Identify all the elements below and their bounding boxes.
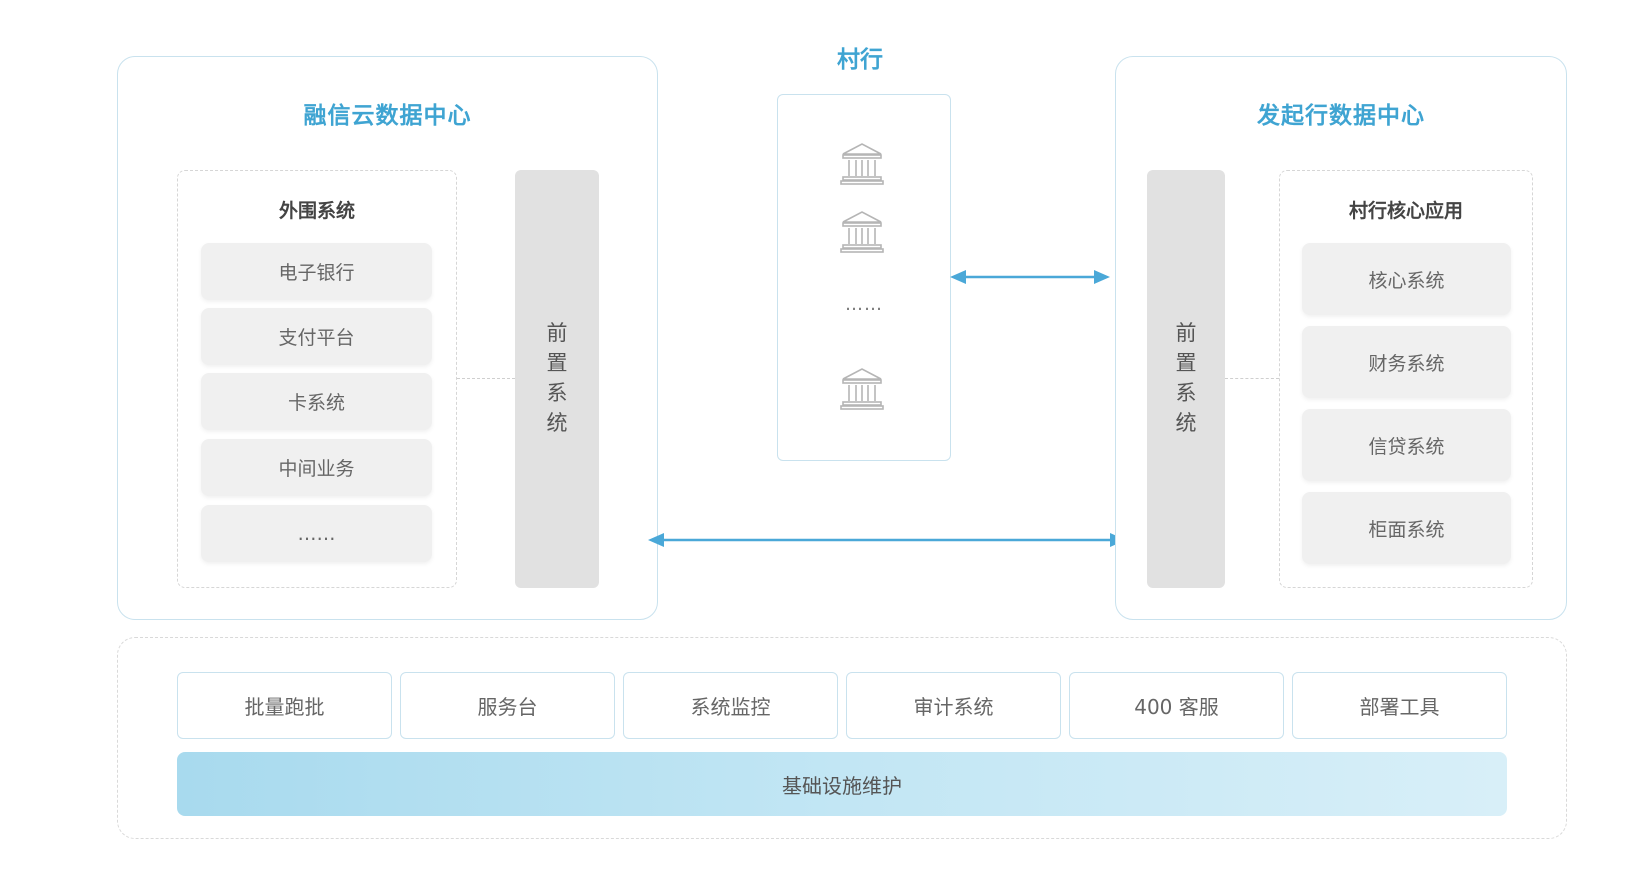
bank-icon: [840, 143, 884, 185]
item-credit-system: 信贷系统: [1302, 409, 1511, 481]
right-data-center-title: 发起行数据中心: [1257, 103, 1425, 129]
right-front-char: 前: [1175, 321, 1197, 345]
left-group-connector: [457, 378, 515, 379]
bank-icon: [840, 368, 884, 410]
core-apps-group: [1279, 170, 1533, 588]
left-front-char: 统: [546, 411, 568, 435]
item-payment-platform: 支付平台: [201, 308, 432, 365]
tool-400-customer-service: 400 客服: [1069, 672, 1284, 739]
left-data-center-title: 融信云数据中心: [303, 103, 472, 129]
item-e-banking: 电子银行: [201, 243, 432, 300]
peripheral-systems-title: 外围系统: [278, 200, 355, 222]
left-front-char: 系: [546, 381, 568, 405]
right-group-connector: [1225, 378, 1279, 379]
item-card-system: 卡系统: [201, 373, 432, 430]
item-intermediary-business: 中间业务: [201, 439, 432, 496]
tool-service-desk: 服务台: [400, 672, 615, 739]
village-bank-title: 村行: [837, 47, 883, 73]
tool-audit-system: 审计系统: [846, 672, 1061, 739]
village-to-right-arrow: [950, 270, 1110, 284]
item-more: ……: [201, 505, 432, 562]
right-front-char: 置: [1175, 351, 1197, 375]
core-apps-title: 村行核心应用: [1348, 200, 1463, 222]
right-front-system-bar: 前 置 系 统: [1147, 170, 1225, 588]
infrastructure-maintenance-bar: 基础设施维护: [177, 752, 1507, 816]
right-front-char: 系: [1175, 381, 1197, 405]
tool-deployment: 部署工具: [1292, 672, 1507, 739]
bank-icon: [840, 211, 884, 253]
village-more-dots: ……: [845, 294, 883, 315]
item-core-system: 核心系统: [1302, 243, 1511, 315]
peripheral-systems-group: [177, 170, 457, 588]
operations-panel: [117, 637, 1567, 839]
tool-batch-processing: 批量跑批: [177, 672, 392, 739]
item-finance-system: 财务系统: [1302, 326, 1511, 398]
right-front-char: 统: [1175, 411, 1197, 435]
village-bank-box: [777, 94, 951, 461]
left-front-char: 前: [546, 321, 568, 345]
left-to-right-arrow: [648, 533, 1126, 547]
tool-system-monitoring: 系统监控: [623, 672, 838, 739]
left-front-system-bar: 前 置 系 统: [515, 170, 599, 588]
left-front-char: 置: [546, 351, 568, 375]
item-counter-system: 柜面系统: [1302, 492, 1511, 564]
